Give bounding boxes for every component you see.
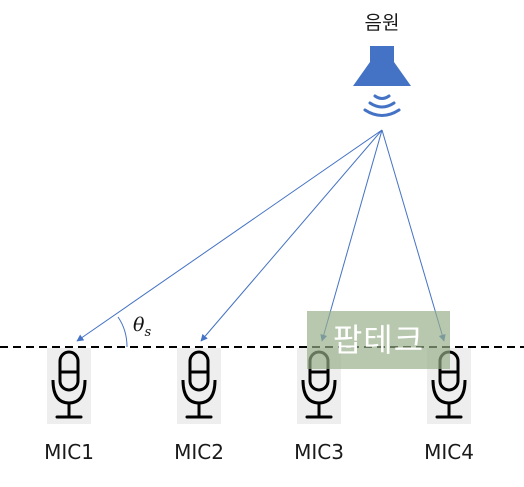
arrow-to-mic4 [381,129,446,342]
mic3-label: MIC3 [294,440,344,464]
angle-arc [117,316,128,348]
mic4-label: MIC4 [424,440,474,464]
mic2-label: MIC2 [174,440,224,464]
watermark: 팝테크 [307,311,450,369]
angle-label: θs [133,314,151,340]
propagation-arrows [76,129,446,342]
arrow-to-mic1 [76,129,383,342]
microphone-icon [177,348,221,424]
sound-wave-icon [363,94,401,117]
angle-symbol: θ [133,314,145,336]
source-label: 음원 [364,12,400,34]
arrow-to-mic2 [200,129,383,342]
arrow-to-mic3 [320,129,383,342]
speaker-icon [353,46,411,86]
watermark-text: 팝테크 [332,321,425,359]
mic1-label: MIC1 [44,440,94,464]
microphone-icon [47,348,91,424]
angle-subscript: s [144,324,152,340]
